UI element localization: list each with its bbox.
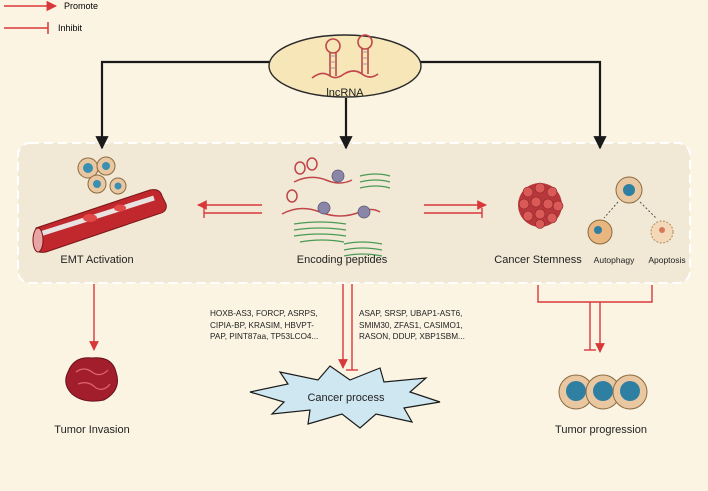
legend: Promote Inhibit (4, 0, 98, 34)
progression-label: Tumor progression (555, 424, 647, 436)
gene-list-left: HOXB-AS3, FORCP, ASRPS, CIPIA-BP, KRASIM… (210, 308, 318, 343)
tumor-cells-icon (558, 374, 648, 410)
autophagy-icon (587, 219, 613, 245)
cancer-process-burst (249, 365, 441, 429)
autophagy-label: Autophagy (594, 255, 635, 265)
lncrna-arrows (95, 60, 607, 150)
process-label: Cancer process (307, 392, 385, 404)
encoding-label: Encoding peptides (297, 254, 388, 266)
stemness-label: Cancer Stemness (494, 254, 582, 266)
invasion-label: Tumor Invasion (54, 424, 129, 436)
apoptosis-icon (650, 220, 674, 244)
emt-label: EMT Activation (60, 254, 133, 266)
outcome-arrows (89, 284, 653, 371)
lncrna-node (268, 34, 422, 98)
blood-vessel-cells-icon (32, 156, 167, 253)
gene-list-right: ASAP, SRSP, UBAP1-AST6, SMIM30, ZFAS1, C… (359, 308, 465, 343)
gene-line: HOXB-AS3, FORCP, ASRPS, (210, 309, 318, 318)
lncrna-label: lncRNA (326, 87, 364, 99)
stem-cell-fates (587, 176, 674, 245)
gene-line: PAP, PINT87aa, TP53LCO4... (210, 332, 319, 341)
rna-peptide-icon (281, 157, 391, 257)
gene-line: ASAP, SRSP, UBAP1-AST6, (359, 309, 463, 318)
gene-line: SMIM30, ZFAS1, CASIMO1, (359, 320, 463, 330)
box-arrows (197, 200, 487, 218)
apoptosis-label: Apoptosis (648, 255, 685, 265)
legend-inhibit: Inhibit (58, 23, 83, 33)
tumor-tissue-icon (65, 357, 118, 402)
cell-cluster-icon (518, 182, 564, 229)
legend-promote: Promote (64, 1, 98, 11)
process-box (17, 142, 691, 284)
gene-line: CIPIA-BP, KRASIM, HBVPT- (210, 320, 315, 330)
gene-line: RASON, DDUP, XBP1SBM... (359, 332, 465, 341)
